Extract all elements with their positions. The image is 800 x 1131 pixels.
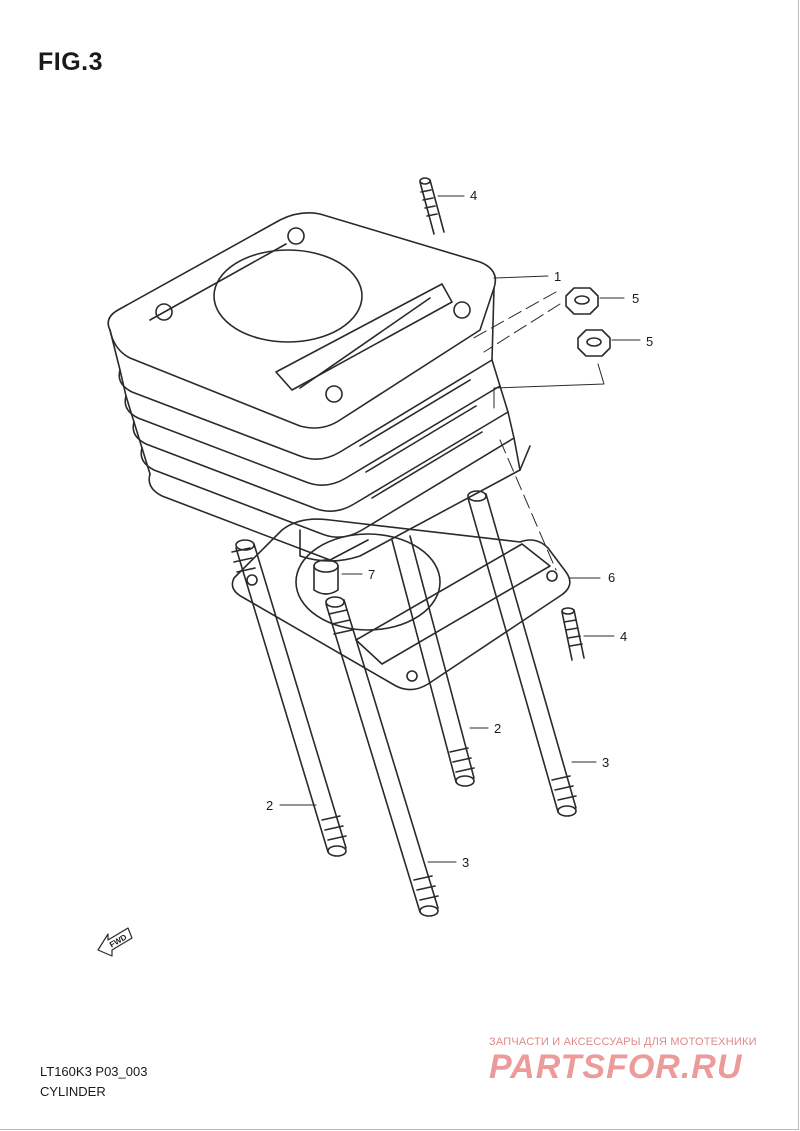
callout-4-right: 4 (620, 629, 627, 644)
callout-1: 1 (554, 269, 561, 284)
callout-5-upper: 5 (632, 291, 639, 306)
part-name: CYLINDER (40, 1084, 106, 1099)
watermark-logo: PARTSFOR.RU (489, 1048, 743, 1086)
stud-bolt-left-long (231, 539, 347, 857)
leader-lines (279, 195, 641, 863)
flange-nut-lower (577, 329, 611, 357)
stud-bolt-front-long (325, 596, 439, 917)
callout-3-right: 3 (602, 755, 609, 770)
stud-bolt-rear-center (391, 535, 475, 787)
figure-title: FIG.3 (38, 48, 104, 76)
stud-bolt-short-top (419, 177, 445, 235)
watermark-tagline: ЗАПЧАСТИ И АКСЕССУАРЫ ДЛЯ МОТОТЕХНИКИ (489, 1036, 757, 1048)
callout-3-bottom: 3 (462, 855, 469, 870)
callout-2-right: 2 (494, 721, 501, 736)
model-code: LT160K3 P03_003 (40, 1064, 148, 1079)
callout-4-top: 4 (470, 188, 477, 203)
callout-6: 6 (608, 570, 615, 585)
cylinder-block (107, 212, 531, 562)
base-gasket (231, 518, 571, 691)
stud-bolt-rear-right (467, 490, 577, 817)
callout-2-left: 2 (266, 798, 273, 813)
fwd-arrow-icon: FWD (97, 927, 133, 957)
callout-5-lower: 5 (646, 334, 653, 349)
stud-bolt-short-right (561, 607, 585, 661)
callout-7: 7 (368, 567, 375, 582)
flange-nut-upper (565, 287, 599, 315)
dowel-pin (313, 559, 339, 595)
